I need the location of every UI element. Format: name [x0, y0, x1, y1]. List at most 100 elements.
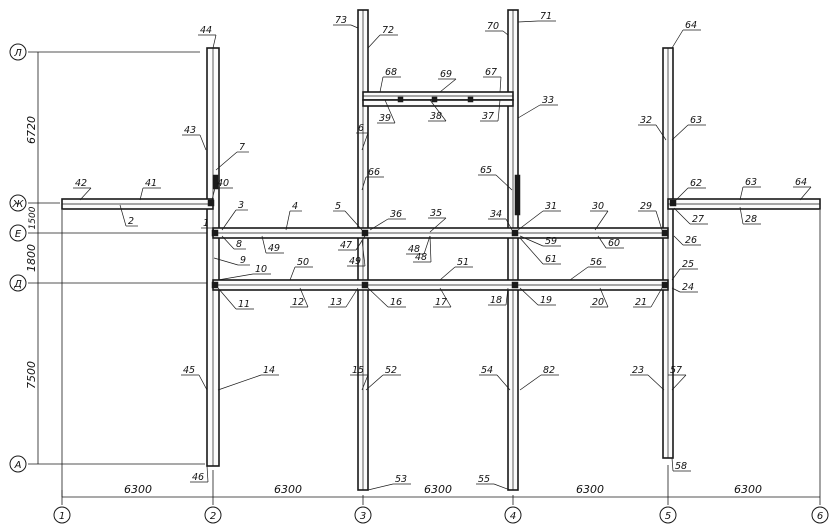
element-mark-52: 52	[365, 365, 401, 391]
element-mark-label: 53	[395, 474, 407, 485]
element-mark-12: 12	[290, 287, 309, 308]
element-mark-30: 30	[590, 201, 609, 231]
element-mark-label: 18	[490, 295, 502, 306]
element-mark-label: 23	[632, 365, 644, 376]
axis-col-4: 4	[510, 511, 516, 522]
element-mark-label: 35	[430, 208, 442, 219]
dim-h-2: 6300	[274, 483, 302, 496]
element-mark-label: 82	[543, 365, 555, 376]
element-mark-43: 43	[182, 125, 207, 151]
dim-h-5: 6300	[734, 483, 762, 496]
element-mark-60: 60	[597, 235, 624, 249]
element-mark-label: 7	[239, 142, 245, 153]
element-mark-61: 61	[519, 237, 561, 265]
element-mark-7: 7	[215, 142, 249, 171]
element-mark-label: 42	[75, 178, 87, 189]
element-mark-49: 49	[261, 235, 284, 254]
element-mark-9: 9	[213, 255, 250, 266]
axis-row-e: Е	[15, 229, 22, 240]
element-mark-53: 53	[367, 474, 411, 491]
element-mark-label: 21	[635, 297, 647, 308]
element-mark-label: 73	[335, 15, 347, 26]
element-mark-label: 33	[542, 95, 554, 106]
vertical-dimensions: 6720 1500 1800 7500	[25, 116, 38, 389]
element-mark-label: 51	[457, 257, 469, 268]
element-mark-label: 13	[330, 297, 342, 308]
element-mark-31: 31	[517, 201, 561, 231]
element-mark-label: 34	[490, 209, 502, 220]
element-mark-label: 43	[184, 125, 196, 136]
element-mark-62: 62	[675, 178, 706, 201]
element-mark-29: 29	[638, 201, 663, 231]
element-mark-20: 20	[590, 287, 609, 308]
element-mark-40: 40	[211, 178, 233, 201]
element-mark-label: 60	[608, 238, 620, 249]
element-mark-label: 16	[390, 297, 402, 308]
element-mark-label: 9	[240, 255, 246, 266]
wall-tower-mid	[362, 99, 514, 107]
element-mark-label: 32	[640, 115, 652, 126]
element-mark-label: 3	[238, 200, 244, 211]
element-mark-label: 62	[690, 178, 702, 189]
element-mark-5: 5	[333, 201, 363, 231]
element-mark-label: 39	[379, 113, 391, 124]
axis-col-6: 6	[817, 511, 823, 522]
element-mark-26: 26	[673, 235, 701, 246]
element-mark-48: 48	[406, 235, 431, 255]
element-mark-label: 48	[408, 244, 420, 255]
element-mark-label: 71	[540, 11, 552, 22]
element-mark-28: 28	[739, 206, 761, 225]
element-mark-label: 37	[482, 111, 494, 122]
element-mark-label: 52	[385, 365, 397, 376]
element-mark-label: 10	[255, 264, 267, 275]
element-mark-label: 50	[297, 257, 309, 268]
element-mark-15: 15	[350, 365, 369, 391]
element-mark-label: 46	[192, 472, 204, 483]
element-mark-64: 64	[793, 177, 812, 201]
element-mark-1: 1	[201, 218, 215, 233]
element-mark-label: 56	[590, 257, 602, 268]
element-mark-17: 17	[433, 287, 452, 308]
element-mark-label: 28	[745, 214, 757, 225]
element-mark-58: 58	[671, 457, 691, 472]
element-mark-label: 12	[292, 297, 304, 308]
element-mark-8: 8	[221, 235, 246, 250]
element-mark-41: 41	[139, 178, 161, 201]
junction-marks	[207, 96, 677, 289]
element-mark-71: 71	[517, 11, 556, 23]
element-mark-72: 72	[367, 25, 398, 49]
element-mark-label: 2	[128, 216, 134, 227]
element-mark-47: 47	[338, 235, 366, 251]
element-mark-label: 67	[485, 67, 497, 78]
element-mark-13: 13	[328, 287, 359, 308]
element-mark-50: 50	[289, 257, 313, 281]
element-mark-10: 10	[217, 264, 271, 281]
element-mark-55: 55	[476, 474, 511, 491]
element-mark-16: 16	[367, 287, 406, 308]
element-mark-59: 59	[519, 235, 561, 247]
element-mark-label: 5	[335, 201, 341, 212]
element-mark-63: 63	[739, 177, 761, 201]
element-mark-64: 64	[671, 20, 701, 49]
element-mark-70: 70	[485, 21, 509, 36]
element-mark-45: 45	[181, 365, 208, 391]
element-mark-label: 63	[690, 115, 702, 126]
element-mark-44: 44	[198, 25, 217, 49]
element-mark-46: 46	[190, 465, 209, 483]
dim-v-4: 7500	[25, 361, 38, 389]
element-mark-4: 4	[285, 201, 302, 231]
axis-row-l: Л	[13, 48, 22, 59]
element-mark-label: 59	[545, 236, 557, 247]
element-mark-49: 49	[347, 239, 366, 267]
horizontal-dimensions: 6300 6300 6300 6300 6300	[124, 483, 762, 496]
element-mark-73: 73	[333, 15, 359, 29]
element-mark-label: 40	[217, 178, 229, 189]
element-mark-label: 1	[203, 218, 209, 229]
dim-h-1: 6300	[124, 483, 152, 496]
element-mark-label: 61	[545, 254, 557, 265]
walls	[61, 9, 821, 491]
element-mark-label: 36	[390, 209, 402, 220]
element-mark-label: 64	[685, 20, 697, 31]
axis-row-a: А	[14, 460, 22, 471]
element-mark-label: 15	[352, 365, 364, 376]
